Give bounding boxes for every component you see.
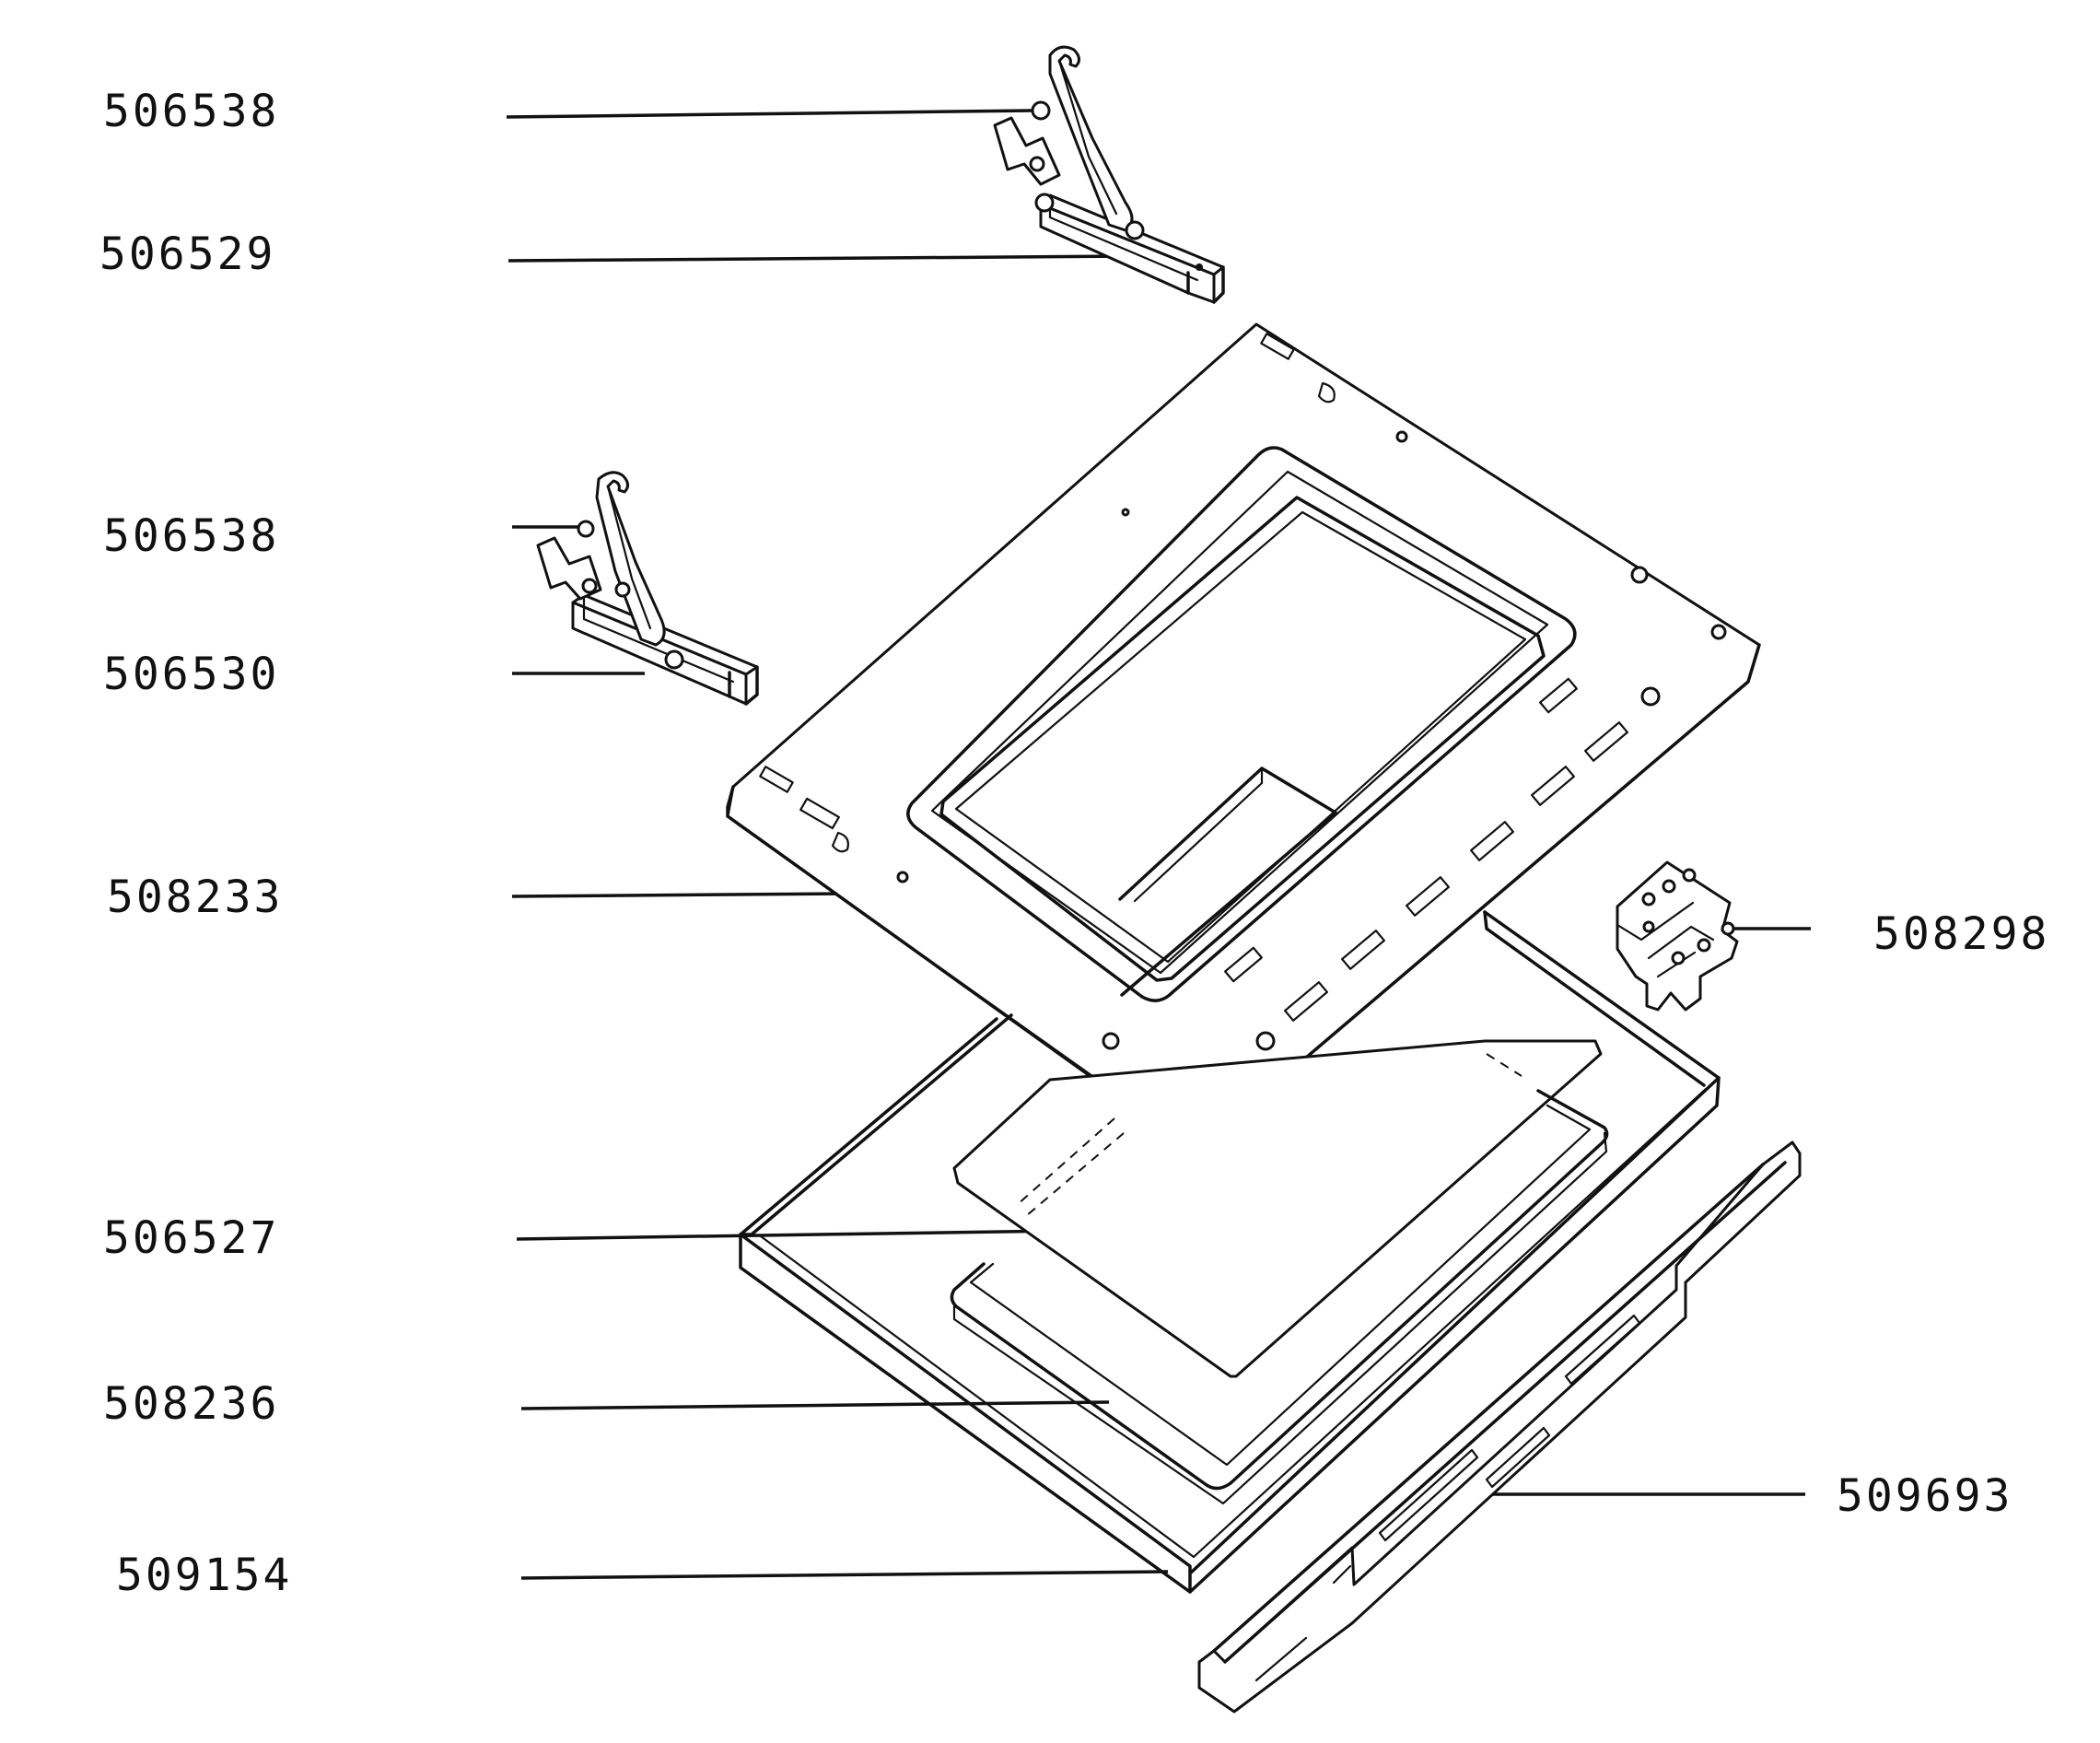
leader-506529 xyxy=(508,254,1132,263)
leader-509154 xyxy=(520,1570,1169,1580)
inner-door-panel-508233 xyxy=(726,322,1761,1153)
leader-506538-top xyxy=(506,109,1034,119)
hinge-506530 xyxy=(536,471,759,706)
label-506538-top: 506538 xyxy=(103,86,279,137)
label-506538-middle: 506538 xyxy=(103,510,279,562)
handle-profile-509693 xyxy=(1197,1141,1802,1714)
label-509154: 509154 xyxy=(116,1550,292,1601)
label-508298: 508298 xyxy=(1873,908,2049,960)
hinge-506529 xyxy=(993,45,1225,304)
bracket-508298 xyxy=(1616,860,1739,1012)
label-508236: 508236 xyxy=(103,1378,279,1430)
label-506530: 506530 xyxy=(103,649,279,700)
label-509693: 509693 xyxy=(1837,1470,2012,1522)
leader-508233 xyxy=(511,892,848,898)
leader-506527 xyxy=(516,1229,1064,1241)
outer-door-tray-509154 xyxy=(739,910,1721,1594)
label-506529: 506529 xyxy=(99,228,275,280)
leader-508236 xyxy=(520,1400,1110,1410)
label-506527: 506527 xyxy=(103,1212,279,1264)
glass-pane-506527 xyxy=(952,1039,1603,1378)
label-508233: 508233 xyxy=(107,872,283,923)
glass-frame-508236 xyxy=(950,1089,1609,1505)
